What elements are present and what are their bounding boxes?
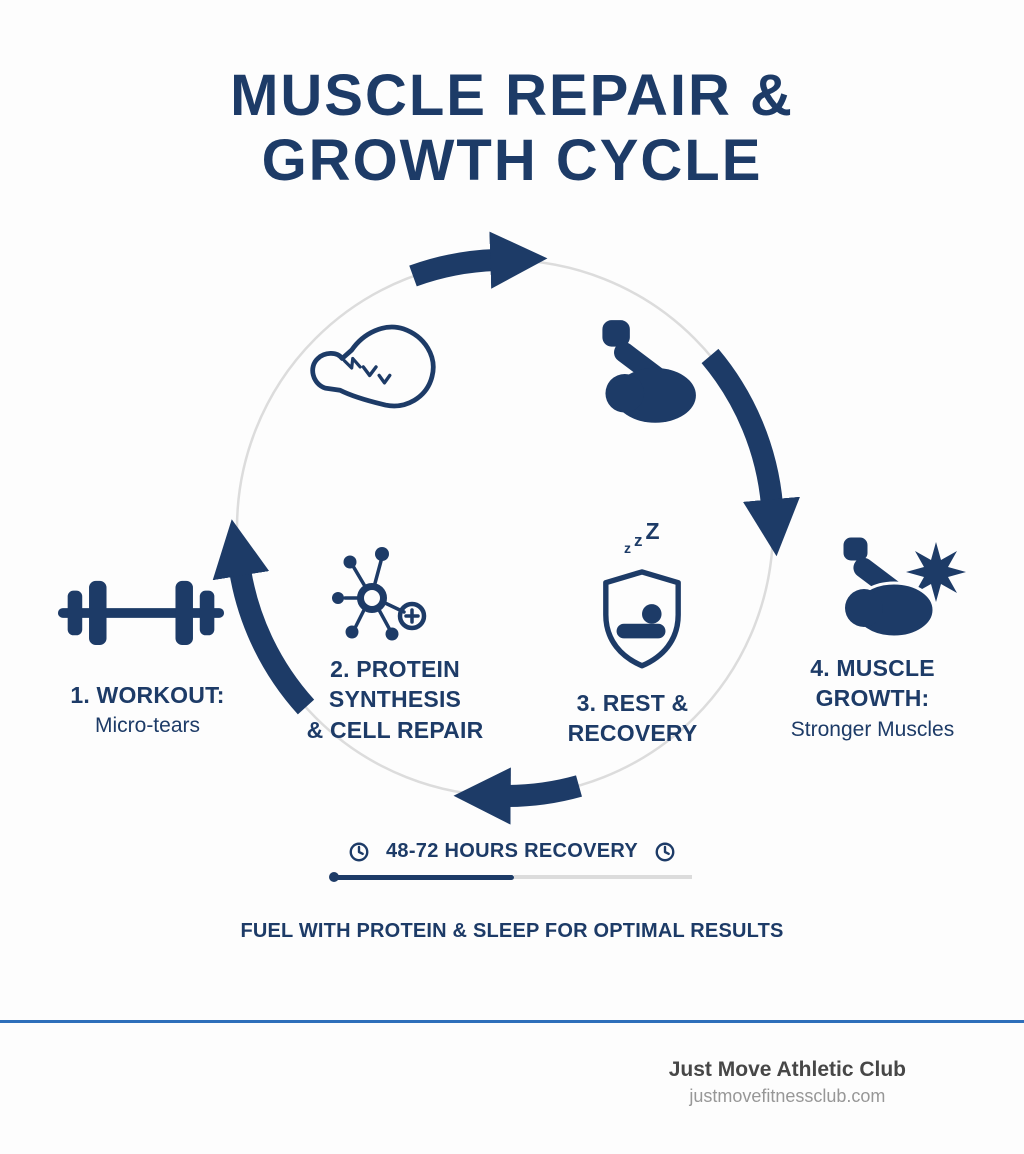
stage-heading: & CELL REPAIR xyxy=(306,716,484,743)
stage-heading: GROWTH: xyxy=(815,685,930,712)
brand-name: Just Move Athletic Club xyxy=(668,1058,906,1081)
progress-remaining xyxy=(514,875,692,879)
stage-workout-label: 1. WORKOUT: Micro-tears xyxy=(35,680,260,738)
title-line2: GROWTH CYCLE xyxy=(261,127,763,193)
stage-subheading: Micro-tears xyxy=(94,714,200,738)
stage-growth-label: 4. MUSCLE GROWTH: Stronger Muscles xyxy=(770,653,975,742)
stage-heading: 4. MUSCLE xyxy=(810,655,935,681)
stage-rest-label: 3. REST & RECOVERY xyxy=(540,688,725,749)
shield-sleep-icon xyxy=(603,569,681,669)
stage-heading: 3. REST & xyxy=(576,690,689,716)
stage-heading: SYNTHESIS xyxy=(328,686,462,713)
footer: Just Move Athletic Club justmovefitnessc… xyxy=(669,1058,906,1107)
torn-muscle-arm-icon xyxy=(310,324,436,409)
recovery-progress-bar xyxy=(329,872,692,882)
title-line1: MUSCLE REPAIR & xyxy=(230,63,794,128)
stage-heading: RECOVERY xyxy=(567,720,698,747)
stage-protein-label: 2. PROTEIN SYNTHESIS & CELL REPAIR xyxy=(295,654,495,745)
cycle-arrow-right-icon xyxy=(701,348,800,557)
cycle-arrow-top-icon xyxy=(409,231,548,289)
website-url: justmovefitnessclub.com xyxy=(689,1086,886,1106)
bicep-icon xyxy=(602,320,696,423)
page-title: MUSCLE REPAIR & GROWTH CYCLE xyxy=(0,63,1024,194)
recovery-duration: 48-72 HOURS RECOVERY xyxy=(348,840,676,863)
sleep-zzz: z z Z xyxy=(624,520,660,557)
zzz-text: z xyxy=(634,531,643,550)
cycle-arrow-bottom-icon xyxy=(453,767,582,825)
stage-heading: 1. WORKOUT: xyxy=(70,682,225,708)
progress-filled xyxy=(334,874,514,880)
zzz-text: Z xyxy=(645,518,660,544)
stage-subheading: Stronger Muscles xyxy=(790,717,955,741)
recovery-label: 48-72 HOURS RECOVERY xyxy=(386,840,638,862)
fuel-note: FUEL WITH PROTEIN & SLEEP FOR OPTIMAL RE… xyxy=(240,920,784,942)
stage-heading: 2. PROTEIN xyxy=(330,656,460,682)
dumbbell-icon xyxy=(57,580,225,646)
clock-icon xyxy=(349,842,369,861)
clock-icon xyxy=(655,842,675,861)
footer-divider xyxy=(0,1020,1024,1023)
molecule-icon xyxy=(332,547,427,641)
bicep-burst-icon xyxy=(840,534,966,639)
zzz-text: z xyxy=(624,540,631,556)
